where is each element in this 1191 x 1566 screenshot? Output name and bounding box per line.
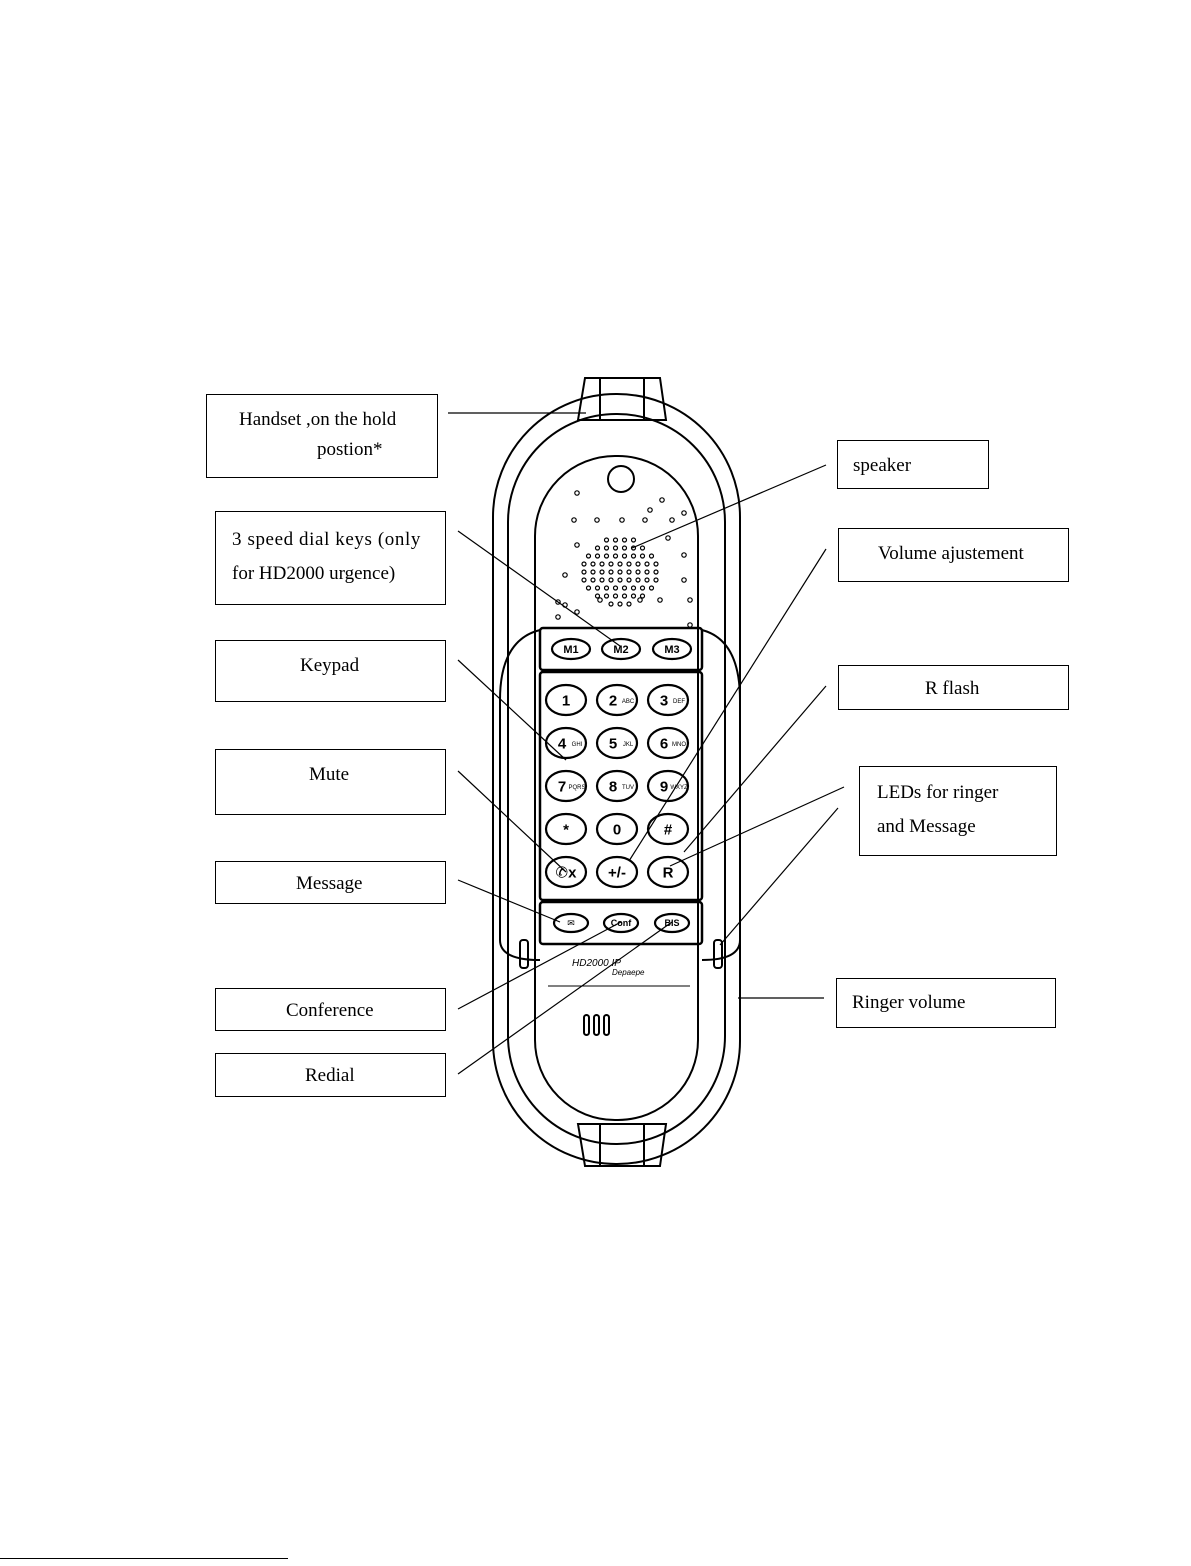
keypad-key-5-letters: JKL bbox=[623, 742, 634, 748]
keypad-key-11-label: 0 bbox=[613, 821, 621, 838]
keypad-key-10[interactable]: * bbox=[546, 814, 586, 844]
keypad-key-15[interactable]: R bbox=[648, 857, 688, 887]
keypad-key-3[interactable]: 3 DEF bbox=[648, 685, 688, 715]
callout-r-flash: R flash bbox=[838, 665, 1069, 710]
brand-sub-label: Depaepe bbox=[612, 968, 645, 977]
keypad-key-1-label: 1 bbox=[562, 692, 570, 709]
callout-keypad: Keypad bbox=[215, 640, 446, 702]
keypad-key-4-label: 4 bbox=[558, 735, 567, 752]
keypad-key-2[interactable]: 2 ABC bbox=[597, 685, 637, 715]
speed-dial-key-m1[interactable]: M1 bbox=[552, 639, 590, 659]
keypad-key-12-label: # bbox=[664, 821, 673, 838]
callout-redial: Redial bbox=[215, 1053, 446, 1097]
keypad-key-1[interactable]: 1 bbox=[546, 685, 586, 715]
callout-mute-label: Mute bbox=[309, 758, 445, 792]
keypad-key-6-letters: MNO bbox=[672, 742, 686, 748]
keypad-key-5-label: 5 bbox=[609, 735, 617, 752]
keypad-key-13-label: ✆x bbox=[556, 864, 578, 881]
keypad-key-2-label: 2 bbox=[609, 692, 617, 709]
leader-leds bbox=[670, 787, 844, 866]
keypad-key-11[interactable]: 0 bbox=[597, 814, 637, 844]
keypad-key-4[interactable]: 4 GHI bbox=[546, 728, 586, 758]
callout-leds-line-2: and Message bbox=[877, 810, 1056, 844]
callout-handset: Handset ,on the hold postion* bbox=[206, 394, 438, 478]
callout-ringer-volume-label: Ringer volume bbox=[852, 986, 1055, 1020]
keypad-key-8-letters: TUV bbox=[622, 785, 634, 791]
keypad-key-14-label: +/- bbox=[608, 864, 626, 881]
keypad-key-3-letters: DEF bbox=[673, 699, 685, 705]
redial-key[interactable]: BIS bbox=[655, 914, 689, 932]
callout-speaker-label: speaker bbox=[853, 449, 988, 483]
conference-key-label: Conf bbox=[611, 918, 632, 928]
callout-message-label: Message bbox=[296, 867, 445, 901]
keypad-key-12[interactable]: # bbox=[648, 814, 688, 844]
keypad-key-7-letters: PQRS bbox=[568, 785, 585, 791]
callout-leds-line-1: LEDs for ringer bbox=[877, 776, 1056, 810]
footnote-separator bbox=[0, 1558, 288, 1559]
callout-ringer-volume: Ringer volume bbox=[836, 978, 1056, 1028]
speed-dial-key-m3[interactable]: M3 bbox=[653, 639, 691, 659]
message-key[interactable]: ✉ bbox=[554, 914, 588, 932]
keypad-key-5[interactable]: 5 JKL bbox=[597, 728, 637, 758]
callout-speed-dial-line-1: 3 speed dial keys (only bbox=[232, 523, 445, 557]
speaker-grille bbox=[556, 491, 692, 627]
keypad-key-2-letters: ABC bbox=[622, 699, 635, 705]
callout-speed-dial: 3 speed dial keys (only for HD2000 urgen… bbox=[215, 511, 446, 605]
callout-speed-dial-line-2: for HD2000 urgence) bbox=[232, 557, 445, 591]
callout-conference: Conference bbox=[215, 988, 446, 1031]
callout-redial-label: Redial bbox=[305, 1059, 445, 1093]
conference-key[interactable]: Conf bbox=[604, 914, 638, 932]
leader-led-side bbox=[720, 808, 838, 945]
keypad-key-8[interactable]: 8 TUV bbox=[597, 771, 637, 801]
keypad-key-9-label: 9 bbox=[660, 778, 668, 795]
redial-key-label: BIS bbox=[664, 918, 679, 928]
microphone-slot bbox=[584, 1015, 589, 1035]
keypad-key-6[interactable]: 6 MNO bbox=[648, 728, 688, 758]
callout-handset-line-1: Handset ,on the hold bbox=[239, 405, 437, 435]
callout-keypad-label: Keypad bbox=[300, 649, 445, 683]
speed-dial-key-m3-label: M3 bbox=[664, 644, 679, 656]
speed-dial-key-m2[interactable]: M2 bbox=[602, 639, 640, 659]
callout-handset-line-2: postion* bbox=[239, 435, 437, 465]
speed-dial-key-m2-label: M2 bbox=[613, 644, 628, 656]
callout-speaker: speaker bbox=[837, 440, 989, 489]
keypad-key-14[interactable]: +/- bbox=[597, 857, 637, 887]
callout-conference-label: Conference bbox=[286, 994, 445, 1028]
keypad-key-9-letters: WXYZ bbox=[670, 785, 688, 791]
callout-volume: Volume ajustement bbox=[838, 528, 1069, 582]
message-key-label: ✉ bbox=[567, 918, 575, 928]
callout-message: Message bbox=[215, 861, 446, 904]
leader-speaker bbox=[632, 465, 826, 548]
callout-r-flash-label: R flash bbox=[925, 672, 1068, 706]
keypad-key-10-label: * bbox=[563, 821, 569, 838]
keypad-key-7-label: 7 bbox=[558, 778, 566, 795]
speed-dial-key-m1-label: M1 bbox=[563, 644, 578, 656]
keypad-key-15-label: R bbox=[663, 864, 674, 881]
keypad-key-3-label: 3 bbox=[660, 692, 668, 709]
keypad-key-4-letters: GHI bbox=[572, 742, 583, 748]
keypad-key-6-label: 6 bbox=[660, 735, 668, 752]
speaker-port bbox=[608, 466, 634, 492]
keypad-key-8-label: 8 bbox=[609, 778, 617, 795]
callout-leds: LEDs for ringer and Message bbox=[859, 766, 1057, 856]
callout-mute: Mute bbox=[215, 749, 446, 815]
callout-volume-label: Volume ajustement bbox=[878, 537, 1068, 571]
